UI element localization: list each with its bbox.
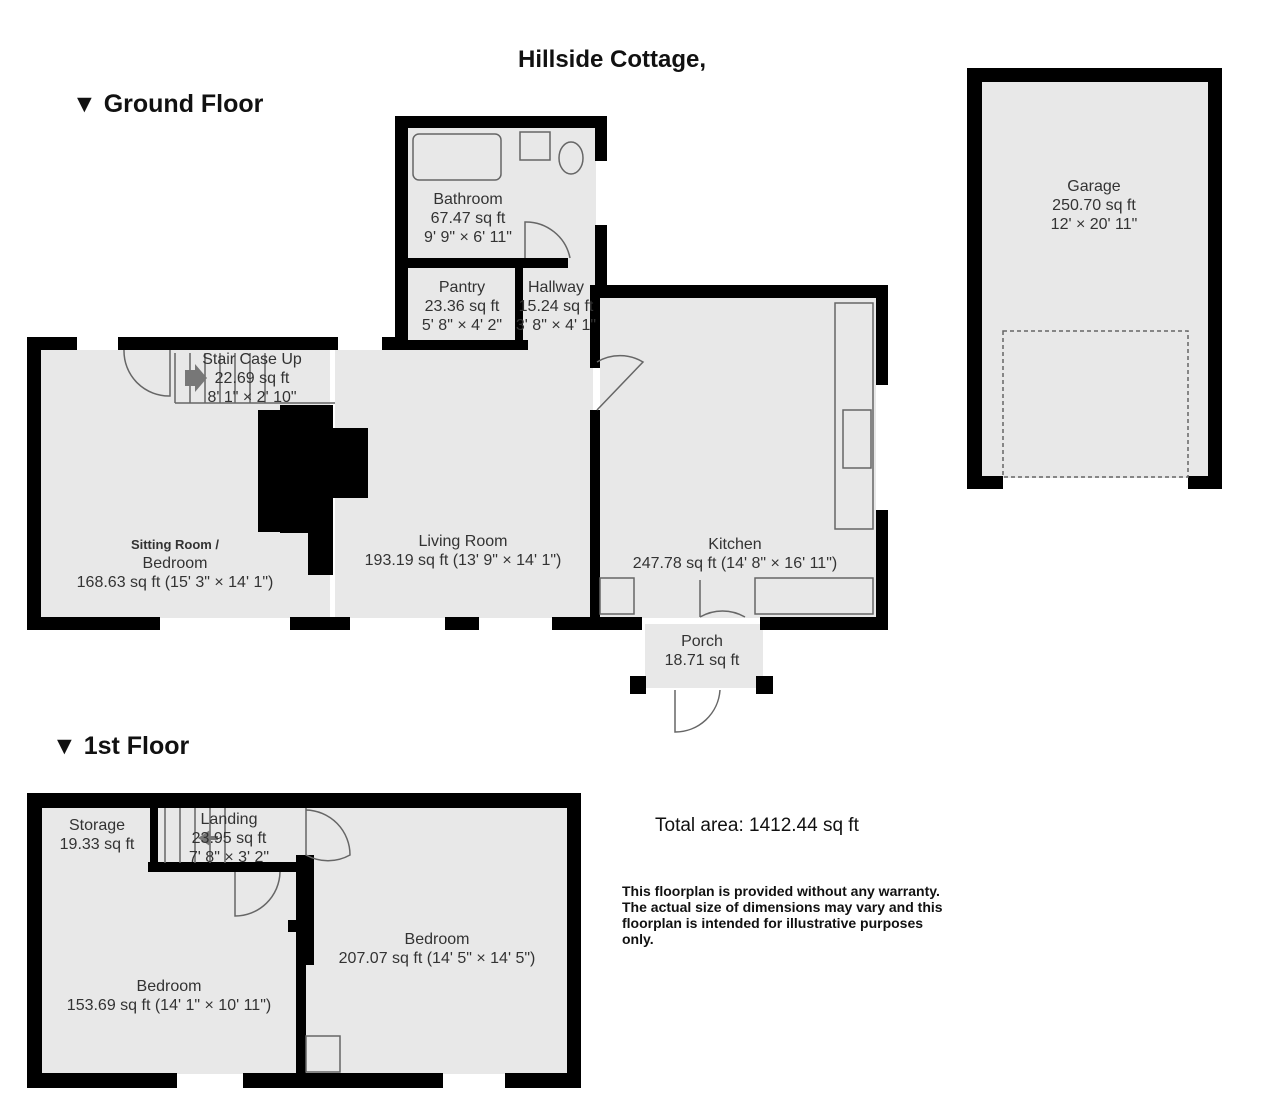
triangle-icon: ▼ (72, 90, 97, 118)
storage-floor (42, 808, 150, 870)
landing-floor (150, 808, 306, 870)
living-room-floor (335, 350, 593, 618)
first-floor-heading: ▼ 1st Floor (52, 732, 189, 761)
landing-stairs-icon (164, 808, 226, 863)
garage-door-icon (1002, 330, 1189, 478)
room-floors (40, 82, 1208, 1074)
landing-arrow-icon (198, 830, 218, 846)
toilet-icon (558, 141, 584, 175)
bathtub-icon (412, 133, 502, 181)
basin-icon (519, 131, 551, 161)
total-area: Total area: 1412.44 sq ft (655, 815, 859, 836)
kitchen-floor (600, 298, 876, 618)
ground-floor-heading: ▼ Ground Floor (72, 90, 263, 119)
walls (27, 68, 1222, 1088)
porch-floor (645, 624, 763, 688)
disclaimer: This floorplan is provided without any w… (622, 883, 943, 947)
garage-floor (982, 82, 1208, 478)
plan-title: Hillside Cottage, (517, 46, 707, 73)
pantry-floor (408, 268, 516, 346)
hallway-floor (520, 268, 596, 352)
door-swing-icon (524, 221, 571, 259)
sink-icon (842, 409, 872, 469)
floor-label: 1st Floor (83, 732, 190, 760)
triangle-icon: ▼ (52, 732, 77, 760)
floor-label: Ground Floor (103, 90, 264, 118)
counter-icon (834, 302, 874, 530)
fixtures (123, 131, 1189, 1073)
bedroom-left-floor (42, 870, 298, 1074)
stair-arrow-icon (185, 364, 207, 392)
